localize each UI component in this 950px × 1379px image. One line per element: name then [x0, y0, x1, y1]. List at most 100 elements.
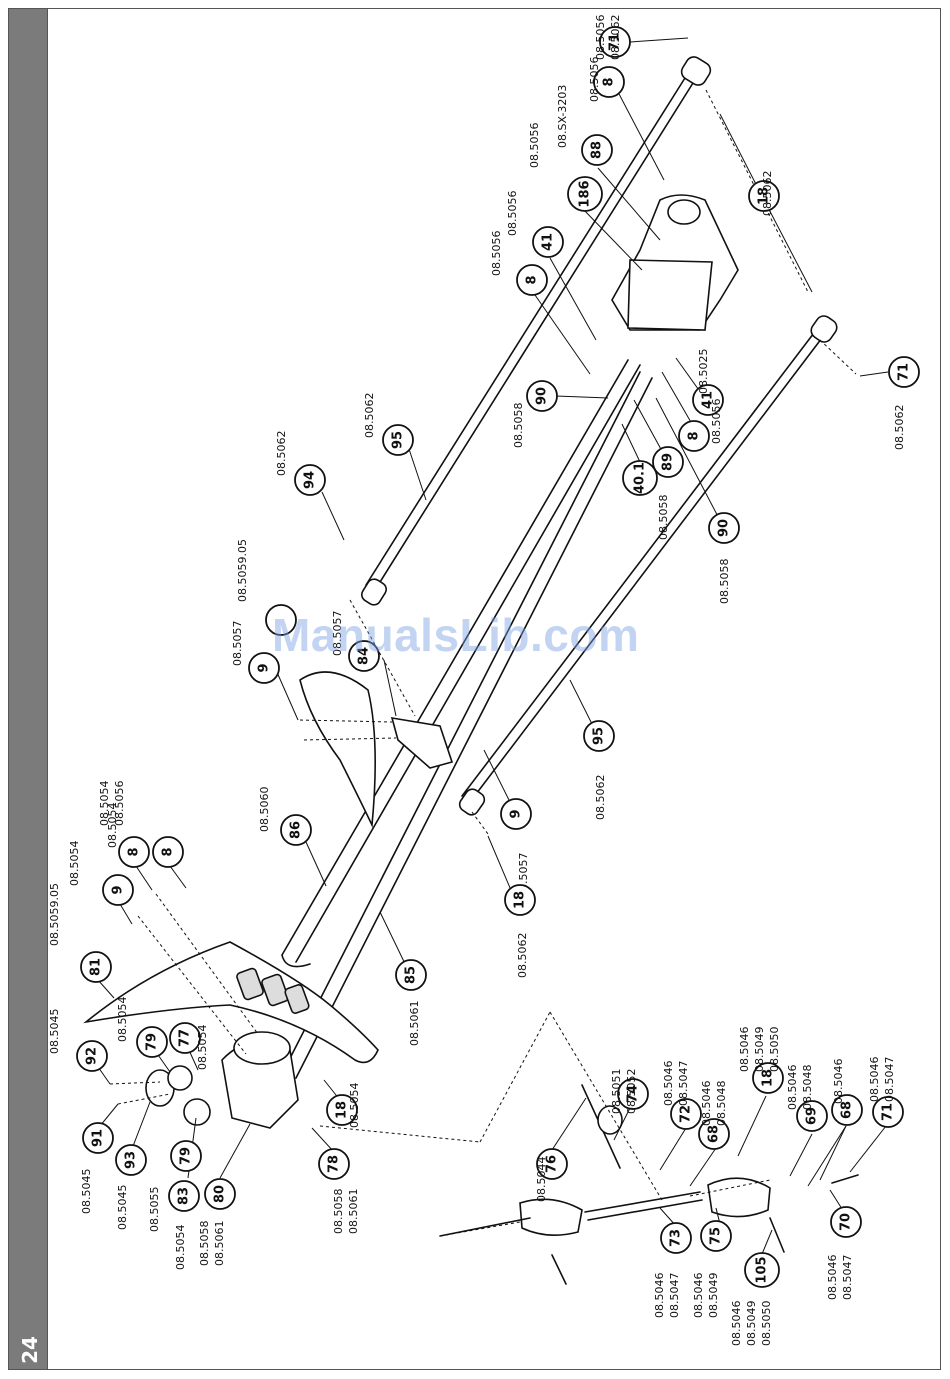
callout-84: 84 08.5057 — [331, 611, 380, 672]
callout-circle — [670, 1098, 702, 1130]
part-code: 08.5054 — [348, 1083, 361, 1129]
callout-circle — [80, 951, 112, 983]
part-number: 86 — [289, 821, 304, 839]
part-number: 70 — [839, 1213, 854, 1231]
callout-circle — [348, 640, 380, 672]
callout-circle — [136, 1026, 168, 1058]
part-number: 74 — [626, 1085, 641, 1103]
part-number: 8 — [161, 847, 176, 856]
upper-rod-95-edge — [365, 69, 691, 586]
part-code: 08.5062 — [761, 171, 774, 217]
part-code: 08.5056 — [528, 123, 541, 169]
part-number: 9 — [111, 885, 126, 894]
part-code: 08.5025 — [697, 349, 710, 395]
part-number: 85 — [404, 966, 419, 984]
part-code: 08.5055 — [148, 1187, 161, 1233]
horizontal-fin-81 — [83, 941, 379, 1064]
callout-40.1: 40.1 — [622, 460, 658, 496]
part-number: 90 — [535, 387, 550, 405]
part-code: 08.5046 — [786, 1065, 799, 1111]
part-number: 9 — [257, 663, 272, 672]
callout-circle — [698, 1118, 730, 1150]
callout-circle — [204, 1178, 236, 1210]
callout-circle — [700, 1220, 732, 1252]
part-code: 08.5061 — [408, 1001, 421, 1047]
callout-circle — [678, 420, 710, 452]
part-number: 73 — [669, 1229, 684, 1247]
part-number: 79 — [145, 1033, 160, 1051]
part-number: 79 — [179, 1147, 194, 1165]
tail-rotor-hub-75 — [707, 1177, 771, 1218]
callout-circle — [294, 464, 326, 496]
part-number: 77 — [178, 1029, 193, 1047]
part-number: 84 — [357, 647, 372, 665]
part-code: 08.5056 — [594, 15, 607, 61]
callout-circle — [265, 604, 297, 636]
lower-rod-95-edge — [461, 324, 821, 797]
callout-circle — [526, 380, 558, 412]
callout-8: 808.5056 — [490, 231, 548, 296]
part-number: 92 — [85, 1047, 100, 1065]
part-number: 41 — [701, 391, 716, 409]
part-code: 08.5056 — [113, 781, 126, 827]
callout-circle — [830, 1206, 862, 1238]
callout-circle — [622, 460, 658, 496]
part-number: 71 — [608, 33, 623, 51]
part-code: 08.5046 — [826, 1255, 839, 1301]
part-code: 08.5045 — [48, 1009, 61, 1055]
callout-circle — [796, 1100, 828, 1132]
callout-circle — [318, 1148, 350, 1180]
part-number: 94 — [303, 471, 318, 489]
part-code: 08.5046 — [662, 1061, 675, 1107]
part-code: 08.5054 — [196, 1025, 209, 1071]
callout-circle — [395, 959, 427, 991]
part-code: 08.5062 — [594, 775, 607, 821]
part-number: 18 — [757, 187, 772, 205]
part-code: 08.5051 — [610, 1069, 623, 1115]
callout-circle — [152, 836, 184, 868]
vertical-fin — [299, 671, 376, 828]
callout-circle — [744, 1252, 780, 1288]
callout-circle — [583, 720, 615, 752]
part-number: 186 — [578, 180, 593, 207]
part-code: 08.5052 — [625, 1069, 638, 1115]
callout-8: 808.5054 — [106, 803, 150, 868]
part-number: 88 — [590, 141, 605, 159]
callout-circle — [567, 176, 603, 212]
part-code: 08.5049 — [753, 1027, 766, 1073]
boom-end — [281, 954, 311, 968]
part-code: 08.5057 — [331, 611, 344, 657]
part-number: 8 — [602, 77, 617, 86]
part-number: 93 — [124, 1151, 139, 1169]
tail-boom-86 — [295, 364, 641, 963]
callout-circle — [532, 226, 564, 258]
page-side-bar — [8, 8, 48, 1370]
part-code: 08.5046 — [692, 1273, 705, 1319]
part-number: 18 — [335, 1101, 350, 1119]
callout-85: 85 08.5061 — [395, 959, 427, 1047]
upper-rod-95 — [374, 74, 699, 591]
part-code: 08.5054 — [174, 1225, 187, 1271]
part-code: 08.5046 — [700, 1081, 713, 1127]
part-number: 75 — [709, 1227, 724, 1245]
callout-circle — [708, 512, 740, 544]
part-code: 08.5058 — [198, 1221, 211, 1267]
part-number: 8 — [687, 431, 702, 440]
